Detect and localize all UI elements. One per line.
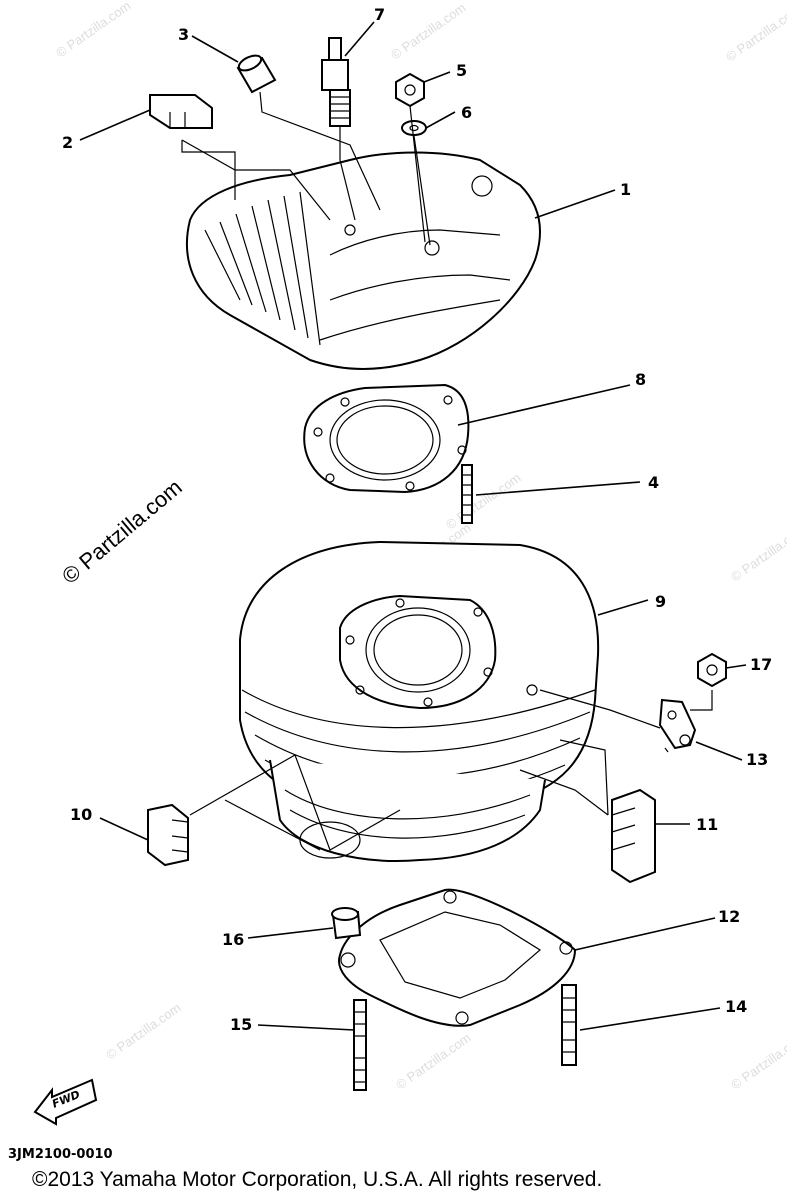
callout-11: 11 — [696, 815, 718, 834]
leader-lines — [79, 21, 747, 1031]
bracket-13-part — [658, 698, 697, 750]
callout-labels: 1 2 3 4 5 6 7 8 9 10 11 12 13 14 15 16 1… — [62, 5, 772, 1034]
callout-1: 1 — [620, 180, 631, 199]
fwd-arrow-icon: FWD — [33, 1078, 98, 1126]
cylinder-9-part — [239, 540, 600, 862]
stud-4-part — [461, 464, 473, 524]
callout-8: 8 — [635, 370, 646, 389]
assembly-lines — [181, 91, 713, 851]
spark-plug-7-part — [321, 37, 351, 127]
callout-13: 13 — [746, 750, 768, 769]
watermark-main: © Partzilla.com — [57, 474, 187, 588]
head-gasket-8-part — [303, 383, 470, 494]
copyright-notice: ©2013 Yamaha Motor Corporation, U.S.A. A… — [32, 1168, 602, 1191]
callout-10: 10 — [70, 805, 92, 824]
watermark-small: © Partzilla.com — [728, 522, 787, 585]
callout-12: 12 — [718, 907, 740, 926]
watermark-small: © Partzilla.com — [388, 0, 468, 62]
callout-15: 15 — [230, 1015, 252, 1034]
watermark-small: © Partzilla.com — [728, 1030, 787, 1093]
callout-2: 2 — [62, 133, 73, 152]
callout-17: 17 — [750, 655, 772, 674]
plug-16-part — [331, 907, 362, 940]
watermark-small: © Partzilla.com — [53, 0, 133, 60]
callout-9: 9 — [655, 592, 666, 611]
callout-7: 7 — [374, 5, 385, 24]
base-gasket-12-part — [338, 888, 577, 1027]
callout-16: 16 — [222, 930, 244, 949]
stud-15-part — [353, 999, 367, 1091]
watermark-small: © Partzilla.com — [103, 1000, 183, 1063]
callout-4: 4 — [648, 473, 659, 492]
damper-11-part — [611, 788, 656, 884]
callout-14: 14 — [725, 997, 747, 1016]
nut-17-part — [697, 652, 727, 688]
watermark-small: © Partzilla.com — [393, 1030, 473, 1093]
washer-6-part — [401, 120, 427, 136]
damper-10-part — [147, 803, 189, 867]
callout-5: 5 — [456, 61, 467, 80]
callout-3: 3 — [178, 25, 189, 44]
stud-14-part — [561, 984, 577, 1066]
diagram-code: 3JM2100-0010 — [8, 1147, 113, 1162]
callout-6: 6 — [461, 103, 472, 122]
watermark-small: © Partzilla.com — [723, 2, 787, 65]
watermark-small: © Partzilla.com — [443, 470, 523, 533]
nut-5-part — [395, 72, 425, 108]
damper-2-part — [149, 94, 213, 129]
cap-3-part — [236, 54, 277, 94]
cylinder-head-part — [185, 151, 541, 370]
